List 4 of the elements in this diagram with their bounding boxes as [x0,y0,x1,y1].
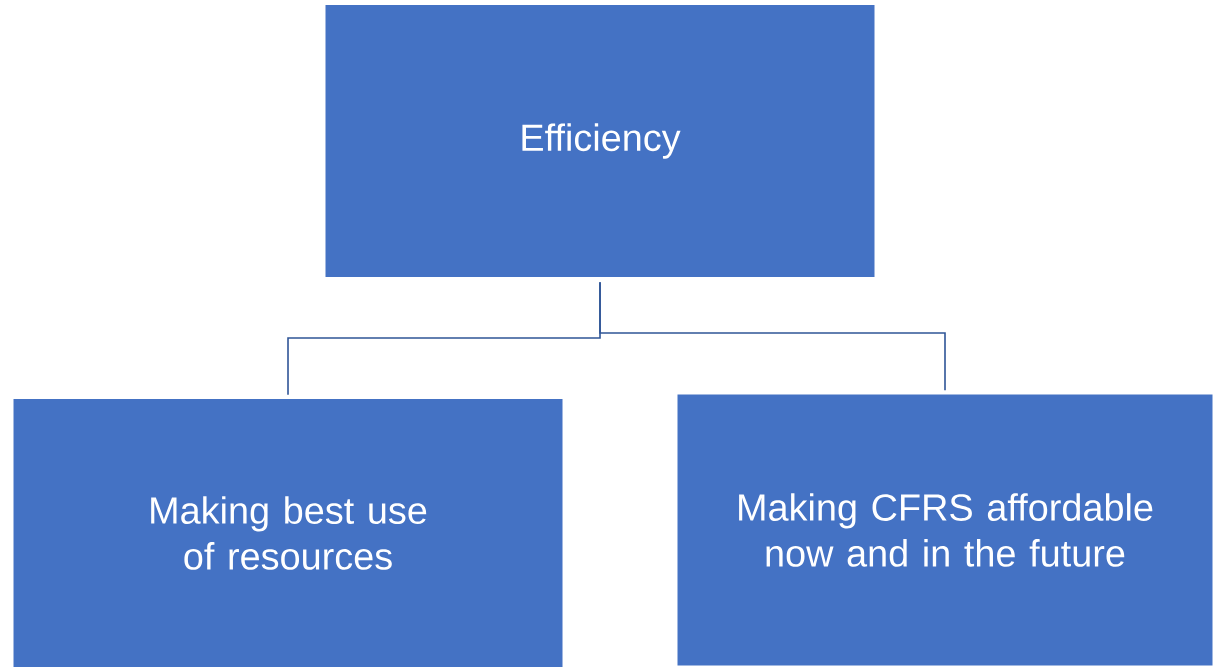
process-box: Making CFRS affordable now and in the future [677,394,1213,666]
process-box: Making best use of resources [13,399,563,667]
process-box: Efficiency [325,5,875,277]
connector-line [599,281,946,392]
